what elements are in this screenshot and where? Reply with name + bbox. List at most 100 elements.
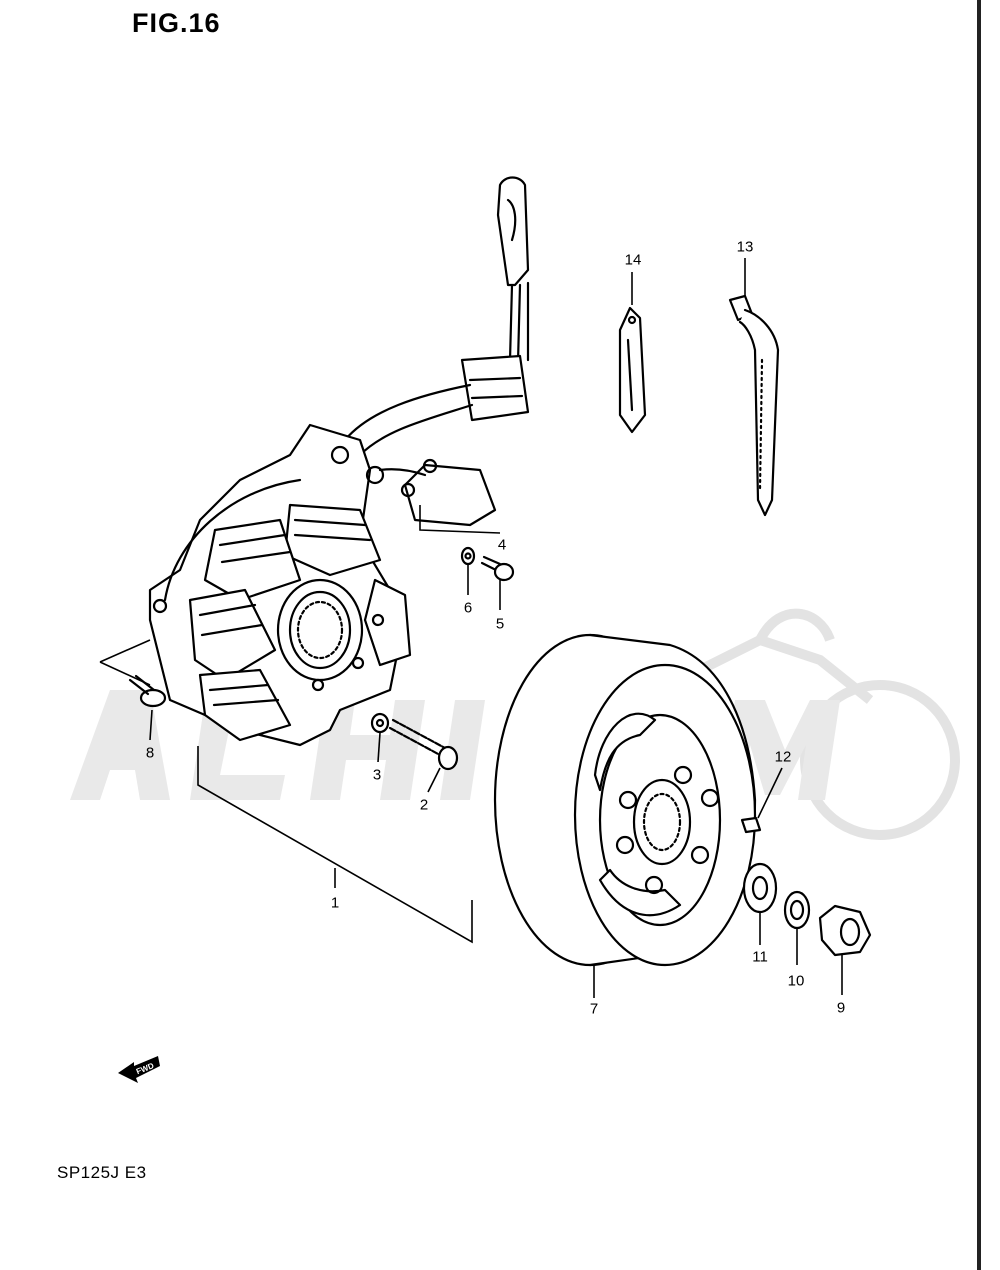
clamp-hole xyxy=(627,315,637,325)
nut-bore xyxy=(839,917,861,947)
leader-bracket-1 xyxy=(197,746,473,944)
stator-screw-hole xyxy=(351,656,365,670)
spring-washer-inner xyxy=(789,899,805,921)
rotor-bolt-hole xyxy=(615,835,635,855)
rotor-bolt-hole xyxy=(644,875,664,895)
stator-plate-rim xyxy=(163,478,302,602)
screw-long-drawing xyxy=(370,712,459,771)
leader-lines xyxy=(99,258,843,998)
spring-washer-outer xyxy=(783,890,811,930)
callout-12: 12 xyxy=(774,748,792,766)
rotor-window xyxy=(598,868,682,917)
screw-pickup-drawing xyxy=(480,555,515,582)
callout-1: 1 xyxy=(330,894,340,912)
nut-drawing xyxy=(818,904,872,957)
stator-assembly-drawing xyxy=(148,423,412,747)
washer-stator-drawing xyxy=(370,712,390,734)
leader-bracket-4 xyxy=(419,505,501,534)
stator-mount-hole xyxy=(365,465,385,485)
leader-line-3 xyxy=(377,732,381,763)
stator-mount-hole xyxy=(330,445,350,465)
stator-coil-winding xyxy=(293,518,372,542)
nut-body xyxy=(818,904,872,957)
watermark-tank xyxy=(755,608,835,643)
spring-washer-drawing xyxy=(783,890,811,930)
pickup-coil-hole xyxy=(422,458,438,474)
fwd-arrow: FWD xyxy=(118,1056,160,1083)
rotor-bolt-hole xyxy=(673,765,693,785)
washer-inner xyxy=(751,875,769,901)
rotor-flywheel-drawing xyxy=(493,633,757,967)
callout-11: 11 xyxy=(752,948,768,966)
harness-cable xyxy=(358,403,474,457)
stator-coil-winding xyxy=(198,603,264,637)
clamp-slot xyxy=(626,338,634,412)
stator-coil xyxy=(198,668,292,742)
leader-line-12 xyxy=(757,767,783,819)
rotor-bolt-hole xyxy=(618,790,638,810)
page-edge-line xyxy=(977,0,981,1270)
watermark-letter xyxy=(70,690,170,800)
leader-line-8 xyxy=(149,709,153,741)
cable-tie-drawing xyxy=(728,294,780,517)
washer-outer xyxy=(742,862,778,914)
callout-13: 13 xyxy=(736,238,754,256)
cable-tie-teeth xyxy=(758,358,764,492)
stator-coil-winding xyxy=(218,533,292,564)
pickup-coil-hole xyxy=(400,482,416,498)
washer-stator-hole xyxy=(375,718,385,728)
fwd-arrow-label: FWD xyxy=(135,1061,155,1076)
leader-bracket-8 xyxy=(99,639,151,686)
watermark-letter xyxy=(440,700,485,800)
harness-wires xyxy=(508,281,530,364)
clamp-body xyxy=(618,306,647,434)
harness-cable xyxy=(343,383,472,442)
pickup-coil-wire xyxy=(378,468,427,477)
stator-coil-winding xyxy=(208,683,280,707)
rotor-hub-thread xyxy=(642,792,682,852)
callout-6: 6 xyxy=(463,599,473,617)
washer-drawing xyxy=(742,862,778,914)
callout-9: 9 xyxy=(836,999,846,1017)
callout-2: 2 xyxy=(419,796,429,814)
rotor-bolt-hole xyxy=(700,788,720,808)
stator-mount-hole xyxy=(152,598,168,614)
leader-line-2 xyxy=(427,767,441,793)
cable-tie-strap xyxy=(738,308,780,517)
screw-long-thread xyxy=(388,718,447,757)
stator-coil xyxy=(203,518,302,602)
harness-grommet-ribs xyxy=(468,376,524,400)
rotor-hub-ring xyxy=(598,713,722,927)
callout-14: 14 xyxy=(624,251,642,269)
screw-pickup-head xyxy=(493,562,515,582)
clamp-drawing xyxy=(618,306,647,434)
watermark-letter xyxy=(720,700,840,800)
washer-pickup-drawing xyxy=(460,546,476,566)
model-code: SP125J E3 xyxy=(57,1163,147,1182)
fwd-arrow-shape xyxy=(118,1056,160,1083)
pickup-coil-drawing xyxy=(378,458,497,527)
key-drawing xyxy=(740,816,762,834)
callout-5: 5 xyxy=(495,615,505,633)
rotor-bolt-hole xyxy=(690,845,710,865)
wire-harness xyxy=(343,176,530,457)
callout-4: 4 xyxy=(497,536,507,554)
callout-10: 10 xyxy=(787,972,805,990)
harness-grommet xyxy=(460,354,530,422)
stator-center-bore xyxy=(288,590,352,670)
stator-screw-hole xyxy=(311,678,325,692)
stator-screw-hole xyxy=(371,613,385,627)
screw-base-drawing xyxy=(128,674,167,708)
figure-title: FIG.16 xyxy=(132,8,221,38)
rotor-window xyxy=(593,712,657,792)
harness-connector xyxy=(496,176,530,287)
stator-coil xyxy=(363,578,412,667)
screw-long-head xyxy=(437,745,459,771)
callout-3: 3 xyxy=(372,766,382,784)
washer-pickup-hole xyxy=(464,552,472,560)
stator-bore-thread xyxy=(296,600,344,660)
watermark-letter xyxy=(310,700,425,800)
screw-pickup-shank xyxy=(480,555,502,572)
